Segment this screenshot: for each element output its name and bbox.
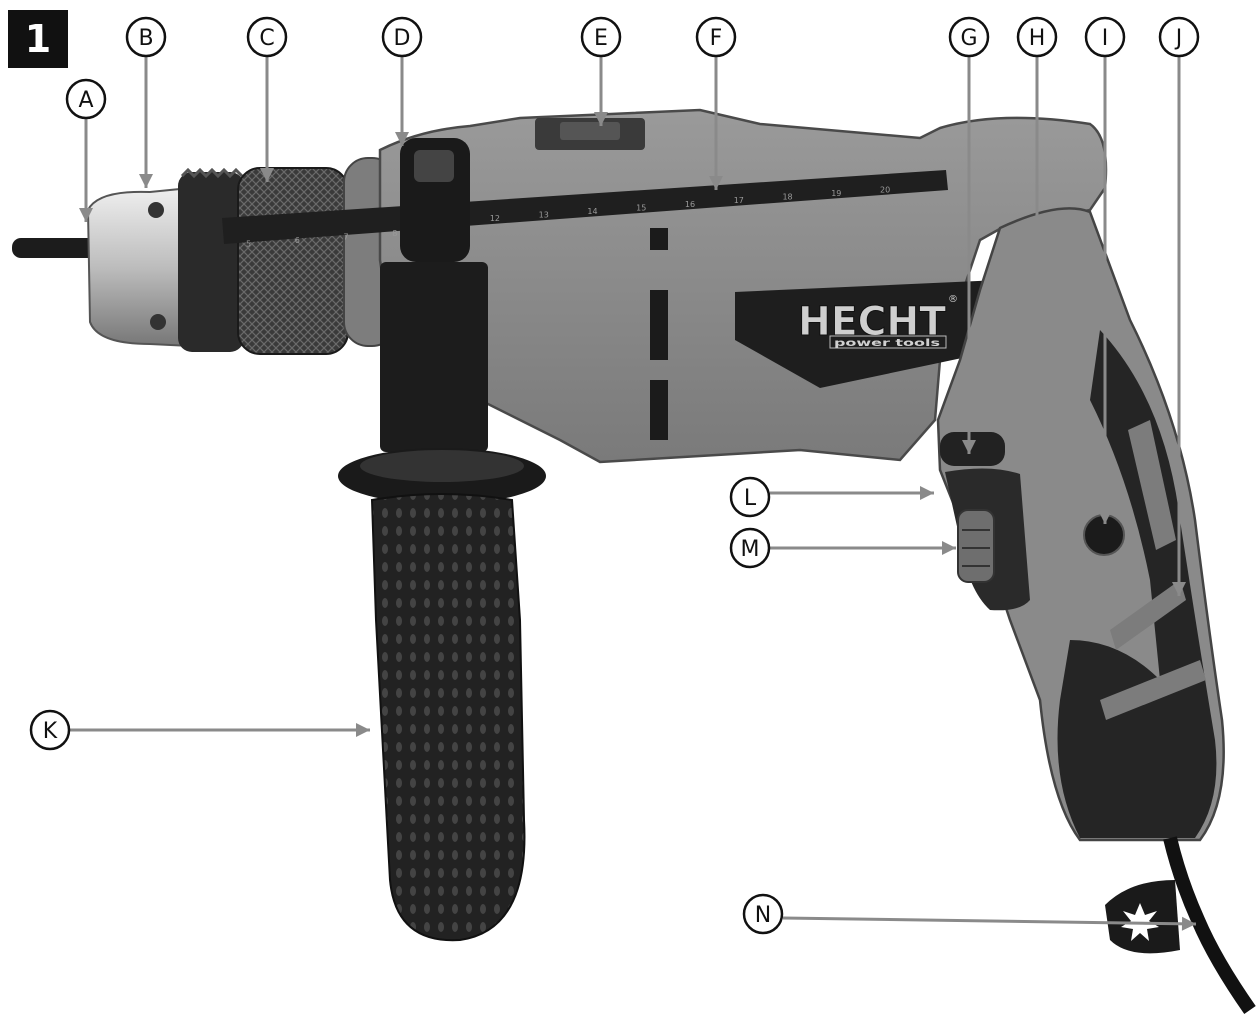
callout-a: A: [65, 78, 107, 120]
callout-circle-a: [65, 78, 107, 120]
arrowhead-g: [962, 440, 976, 454]
arrowhead-l: [920, 486, 934, 500]
depth-gauge-mark: 12: [490, 214, 500, 223]
depth-gauge-mark: 14: [587, 207, 597, 216]
depth-gauge-mark: 13: [539, 210, 549, 219]
depth-gauge-mark: 18: [782, 193, 792, 202]
arrowhead-e: [594, 112, 608, 126]
power-cable: [1163, 836, 1256, 1015]
callout-label-c: C: [259, 26, 274, 51]
callout-label-l: L: [744, 486, 757, 511]
callout-i: I: [1084, 16, 1126, 58]
callout-circle-n: [742, 893, 784, 935]
arrowhead-j: [1172, 582, 1186, 596]
callout-g: G: [948, 16, 990, 58]
arrowhead-d: [395, 132, 409, 146]
callout-circle-d: [381, 16, 423, 58]
callout-label-e: E: [594, 26, 608, 51]
callout-circle-j: [1158, 16, 1200, 58]
callout-circle-g: [948, 16, 990, 58]
depth-gauge-mark: 20: [880, 186, 890, 195]
callout-n: N: [742, 893, 784, 935]
callout-label-f: F: [710, 26, 723, 51]
callout-label-n: N: [755, 903, 771, 928]
depth-gauge-mark: 7: [344, 232, 349, 241]
arrowhead-b: [139, 174, 153, 188]
brand-tagline: power tools: [834, 338, 940, 349]
arrowhead-f: [709, 176, 723, 190]
callout-m: M: [729, 527, 771, 569]
callout-label-j: J: [1174, 26, 1183, 51]
arrowhead-m: [942, 541, 956, 555]
callout-circle-l: [729, 476, 771, 518]
callout-label-h: H: [1029, 26, 1046, 51]
callout-circle-f: [695, 16, 737, 58]
callout-l: L: [729, 476, 771, 518]
arrowhead-c: [260, 168, 274, 182]
callout-b: B: [125, 16, 167, 58]
chuck-ring: [178, 172, 244, 352]
arrowhead-h: [1030, 286, 1044, 300]
callout-label-a: A: [78, 88, 93, 113]
svg-text:®: ®: [948, 294, 958, 305]
callout-label-g: G: [960, 26, 977, 51]
callout-circle-m: [729, 527, 771, 569]
direction-switch: [940, 432, 1005, 466]
logo-panel: [735, 280, 1000, 388]
callout-label-d: D: [394, 26, 411, 51]
depth-gauge-mark: 5: [246, 239, 251, 248]
callout-label-b: B: [138, 26, 153, 51]
depth-gauge-mark: 8: [392, 229, 397, 238]
chuck-front: [86, 186, 191, 348]
callout-circle-i: [1084, 16, 1126, 58]
callout-circle-c: [246, 16, 288, 58]
chuck-sleeve: [237, 167, 349, 355]
depth-gauge-mark: 19: [831, 189, 841, 198]
figure-number-badge: 1: [8, 10, 68, 68]
callout-e: E: [580, 16, 622, 58]
callout-j: J: [1158, 16, 1200, 58]
side-handle-grip: [370, 493, 526, 942]
arrowhead-a: [79, 208, 93, 222]
arrowhead-k: [356, 723, 370, 737]
callout-label-k: K: [43, 719, 58, 744]
callout-label-i: I: [1102, 26, 1109, 51]
rear-grip: [1057, 330, 1217, 838]
arrowhead-n: [1181, 916, 1196, 931]
depth-gauge-mark: 15: [636, 203, 646, 212]
callout-f: F: [695, 16, 737, 58]
callout-circle-h: [1016, 16, 1058, 58]
speed-wheel: [957, 509, 995, 583]
callout-d: D: [381, 16, 423, 58]
leader-line-n: [782, 916, 1197, 926]
callout-c: C: [246, 16, 288, 58]
callout-h: H: [1016, 16, 1058, 58]
callout-circle-k: [29, 709, 71, 751]
callout-k: K: [29, 709, 71, 751]
depth-gauge-mark: 16: [685, 200, 695, 209]
arrowhead-i: [1098, 510, 1112, 524]
callout-circle-b: [125, 16, 167, 58]
depth-gauge-mark: 6: [295, 236, 300, 245]
callout-circle-e: [580, 16, 622, 58]
depth-gauge-mark: 17: [734, 196, 744, 205]
callout-label-m: M: [741, 537, 760, 562]
